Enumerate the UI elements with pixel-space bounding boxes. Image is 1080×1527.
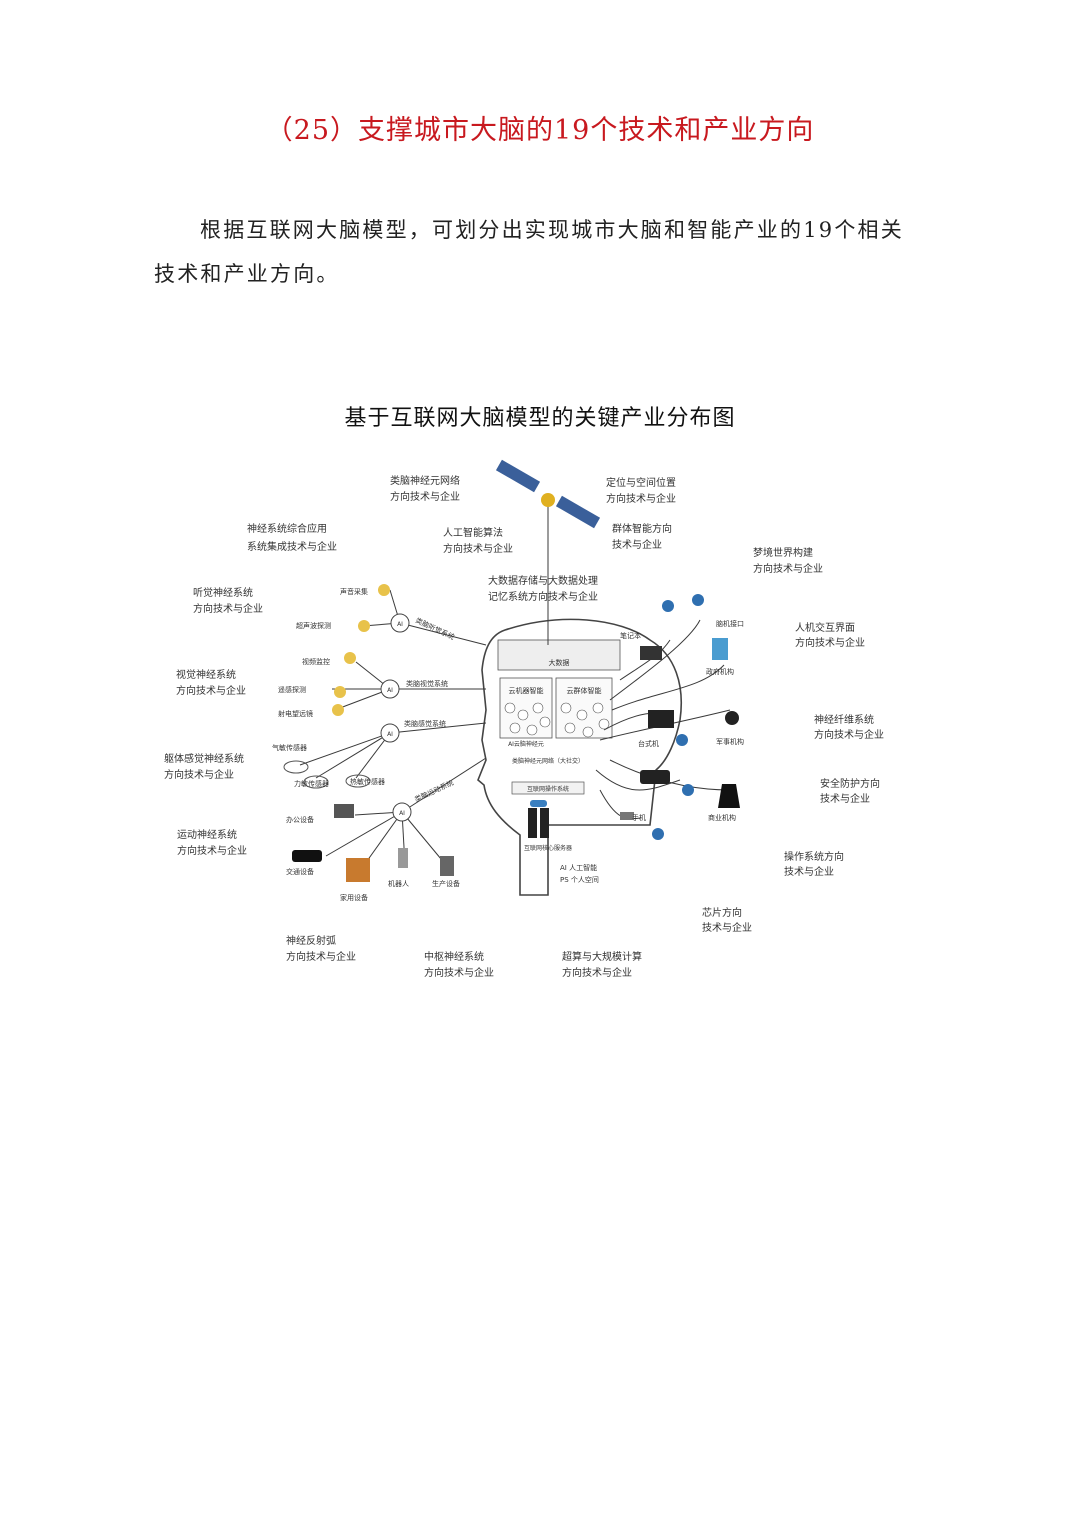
svg-text:方向技术与企业: 方向技术与企业 — [443, 542, 513, 555]
device-phone: 手机 — [632, 813, 646, 822]
device-heat: 热敏传感器 — [350, 777, 385, 786]
os-label: 互联网操作系统 — [527, 785, 569, 793]
device-gas: 气敏传感器 — [272, 743, 307, 752]
device-icons — [283, 584, 740, 882]
core-server-icon — [528, 800, 549, 838]
device-home: 家用设备 — [340, 893, 368, 902]
device-office: 办公设备 — [286, 815, 314, 824]
direction-14: 运动神经系统 — [177, 828, 237, 841]
direction-5: 群体智能方向 — [612, 522, 672, 535]
legend-ai: AI 人工智能 — [560, 863, 597, 872]
figure-title: 基于互联网大脑模型的关键产业分布图 — [344, 406, 736, 431]
direction-19: 超算与大规模计算 — [562, 950, 642, 963]
neuron-net-label: 类脑神经元网络（大社交） — [512, 757, 584, 765]
svg-text:技术与企业: 技术与企业 — [820, 792, 870, 805]
core-server-label: 互联网核心服务器 — [524, 844, 572, 852]
device-production: 生产设备 — [432, 879, 460, 888]
device-military: 军事机构 — [716, 737, 744, 746]
device-video: 视频监控 — [302, 657, 330, 666]
svg-text:AI: AI — [387, 687, 393, 694]
svg-text:方向技术与企业: 方向技术与企业 — [390, 490, 460, 503]
device-desktop: 台式机 — [638, 739, 659, 748]
svg-text:方向技术与企业: 方向技术与企业 — [606, 492, 676, 505]
direction-9: 人机交互界面 — [795, 621, 855, 634]
ai-hub-sensory: AI — [380, 723, 400, 743]
svg-text:方向技术与企业: 方向技术与企业 — [424, 966, 494, 979]
ai-hub-visual: AI — [380, 679, 400, 699]
svg-text:AI: AI — [397, 621, 403, 628]
ai-hub-motor: AI — [392, 802, 412, 822]
device-government: 政府机构 — [706, 667, 734, 676]
device-commercial: 商业机构 — [708, 813, 736, 822]
direction-4: 人工智能算法 — [443, 526, 503, 539]
svg-text:AI: AI — [387, 731, 393, 738]
motor-system-label: 类脑运动系统 — [413, 778, 455, 804]
direction-1: 类脑神经元网络 — [390, 474, 460, 487]
device-bci: 脑机接口 — [716, 619, 744, 628]
device-traffic: 交通设备 — [286, 867, 314, 876]
svg-text:方向技术与企业: 方向技术与企业 — [176, 684, 246, 697]
device-ultrasonic: 超声波探测 — [296, 621, 331, 630]
svg-text:技术与企业: 技术与企业 — [612, 538, 662, 551]
satellite-icon — [495, 459, 601, 645]
direction-13: 安全防护方向 — [820, 777, 880, 790]
cloud-group-label: 云群体智能 — [567, 686, 602, 695]
svg-text:AI: AI — [399, 810, 405, 817]
direction-2: 定位与空间位置 — [606, 476, 676, 489]
direction-11: 神经纤维系统 — [814, 713, 874, 726]
cloud-robot-label: 云机器智能 — [509, 686, 544, 695]
device-force: 力敏传感器 — [294, 779, 329, 788]
connection-lines — [299, 589, 731, 869]
direction-3: 神经系统综合应用 — [247, 522, 327, 535]
svg-text:方向技术与企业: 方向技术与企业 — [795, 636, 865, 649]
os-box — [511, 781, 585, 795]
ai-hub-auditory: AI — [390, 613, 410, 633]
intro-paragraph: 根据互联网大脑模型，可划分出实现城市大脑和智能产业的19个相关技术和产业方向。 — [154, 218, 904, 286]
device-sound: 声音采集 — [340, 587, 368, 596]
direction-10: 视觉神经系统 — [176, 668, 236, 681]
direction-18: 中枢神经系统 — [424, 950, 484, 963]
direction-16: 芯片方向 — [702, 906, 742, 919]
direction-labels: 类脑神经元网络 方向技术与企业 定位与空间位置 方向技术与企业 神经系统综合应用… — [164, 474, 884, 979]
svg-text:方向技术与企业: 方向技术与企业 — [286, 950, 356, 963]
legend-ps: PS 个人空间 — [560, 875, 599, 884]
svg-text:方向技术与企业: 方向技术与企业 — [164, 768, 234, 781]
direction-15: 操作系统方向 — [784, 850, 844, 863]
device-remote: 遥感探测 — [278, 685, 306, 694]
svg-text:技术与企业: 技术与企业 — [702, 921, 752, 934]
svg-text:记忆系统方向技术与企业: 记忆系统方向技术与企业 — [488, 590, 598, 603]
brain-ai-nodes — [504, 702, 610, 738]
svg-text:技术与企业: 技术与企业 — [784, 865, 834, 878]
svg-text:方向技术与企业: 方向技术与企业 — [814, 728, 884, 741]
svg-text:方向技术与企业: 方向技术与企业 — [753, 562, 823, 575]
big-data-block — [497, 639, 621, 671]
svg-text:方向技术与企业: 方向技术与企业 — [193, 602, 263, 615]
svg-text:方向技术与企业: 方向技术与企业 — [177, 844, 247, 857]
direction-7: 听觉神经系统 — [193, 586, 253, 599]
device-notebook: 笔记本 — [620, 631, 641, 640]
direction-6: 梦境世界构建 — [753, 546, 813, 559]
sensory-system-label: 类脑感觉系统 — [404, 719, 446, 728]
device-radio: 射电望远镜 — [278, 709, 313, 718]
direction-8: 大数据存储与大数据处理 — [488, 574, 598, 587]
direction-17: 神经反射弧 — [286, 934, 336, 947]
industry-distribution-diagram: 大数据 云机器智能 云群体智能 AI云脑神经元 类脑神经元网络（大社交） 互联网… — [164, 459, 884, 979]
section-heading: （25）支撑城市大脑的19个技术和产业方向 — [265, 115, 815, 146]
ai-brain-label: AI云脑神经元 — [508, 740, 544, 748]
device-robot: 机器人 — [388, 879, 409, 888]
svg-text:系统集成技术与企业: 系统集成技术与企业 — [247, 540, 337, 553]
direction-12: 躯体感觉神经系统 — [164, 752, 244, 765]
big-data-label: 大数据 — [549, 658, 570, 667]
svg-text:方向技术与企业: 方向技术与企业 — [562, 966, 632, 979]
visual-system-label: 类脑视觉系统 — [406, 679, 448, 688]
